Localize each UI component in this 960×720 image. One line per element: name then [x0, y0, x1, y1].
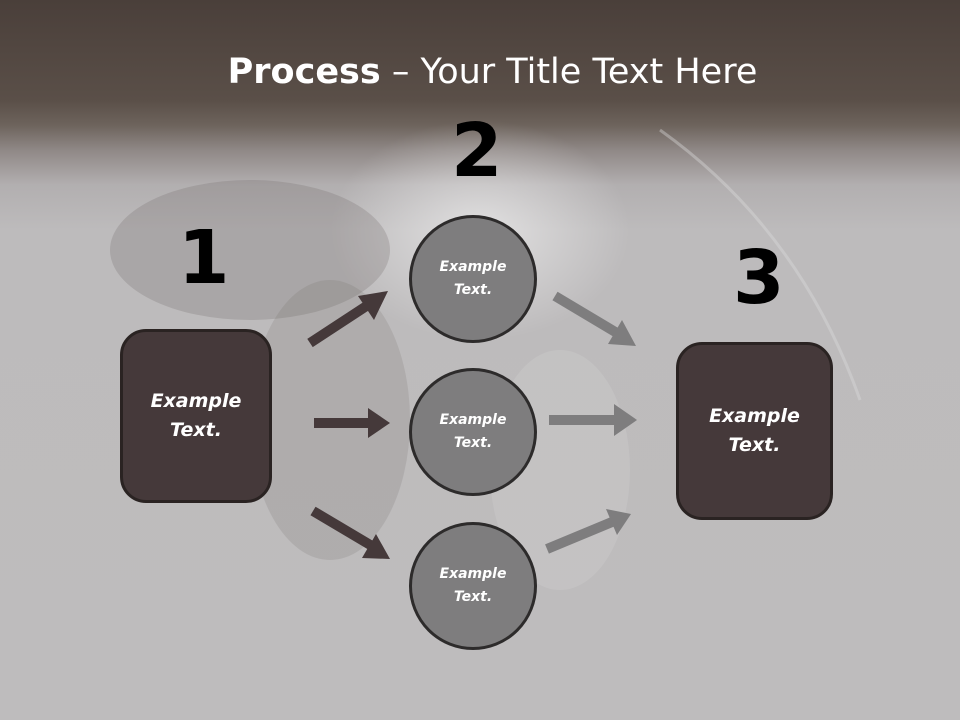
- slide-title: Process – Your Title Text Here: [0, 52, 960, 92]
- step-number-2: 2: [451, 108, 503, 194]
- title-rest: – Your Title Text Here: [380, 52, 758, 92]
- circle-bottom-text: Example Text.: [439, 566, 507, 605]
- input-box-text: Example Text.: [150, 390, 242, 441]
- title-bold: Process: [227, 52, 381, 92]
- output-box-text: Example Text.: [709, 405, 800, 456]
- arrow-bottom-to-right: [545, 509, 631, 554]
- arrow-left-to-bottom: [310, 506, 390, 559]
- arrow-left-to-top: [307, 291, 388, 348]
- arrow-top-to-right: [552, 291, 636, 346]
- arrow-middle-to-right: [549, 404, 637, 436]
- process-circle-top: Example Text.: [409, 215, 537, 343]
- circle-middle-text: Example Text.: [439, 412, 507, 451]
- circle-top-text: Example Text.: [439, 259, 507, 298]
- step-number-1: 1: [178, 215, 230, 301]
- input-box: Example Text.: [120, 329, 272, 503]
- output-box: Example Text.: [676, 342, 833, 520]
- arrow-left-to-middle: [314, 408, 390, 438]
- process-circle-middle: Example Text.: [409, 368, 537, 496]
- step-number-3: 3: [733, 235, 785, 321]
- process-circle-bottom: Example Text.: [409, 522, 537, 650]
